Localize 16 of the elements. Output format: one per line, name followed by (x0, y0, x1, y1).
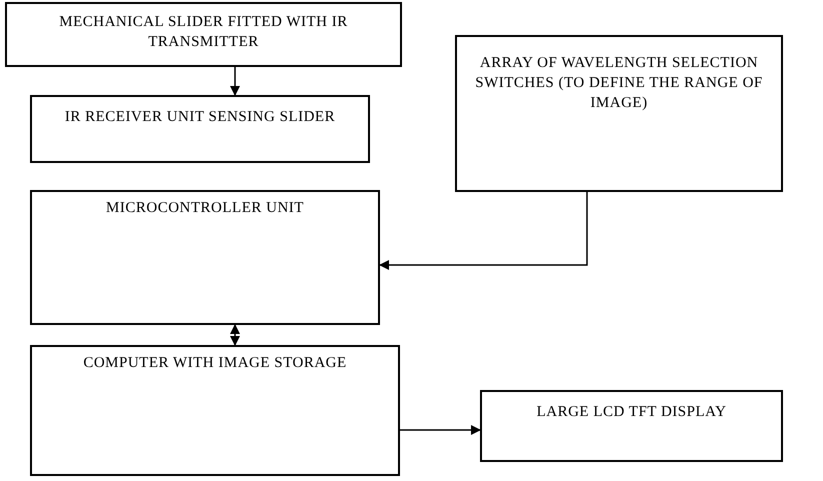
process-box (5, 2, 402, 67)
arrow (379, 192, 588, 270)
box-label: LARGE LCD TFT DISPLAY (536, 403, 726, 422)
process-box (30, 95, 370, 163)
arrow (230, 67, 240, 96)
box-label: MICROCONTROLLER UNIT (106, 199, 304, 218)
process-box (455, 35, 783, 192)
box-label: IR RECEIVER UNIT SENSING SLIDER (64, 108, 336, 127)
box-label: ARRAY OF WAVELENGTH SELECTION SWITCHES (TO DEFINE THE RANGE OF IMAGE) (474, 54, 764, 113)
arrow (230, 324, 240, 346)
arrow (400, 425, 481, 435)
box-label: COMPUTER WITH IMAGE STORAGE (83, 354, 347, 373)
process-box (30, 345, 400, 476)
process-box (480, 390, 783, 462)
box-label: MECHANICAL SLIDER FITTED WITH IR TRANSMITTER (58, 13, 349, 52)
process-box (30, 190, 380, 325)
